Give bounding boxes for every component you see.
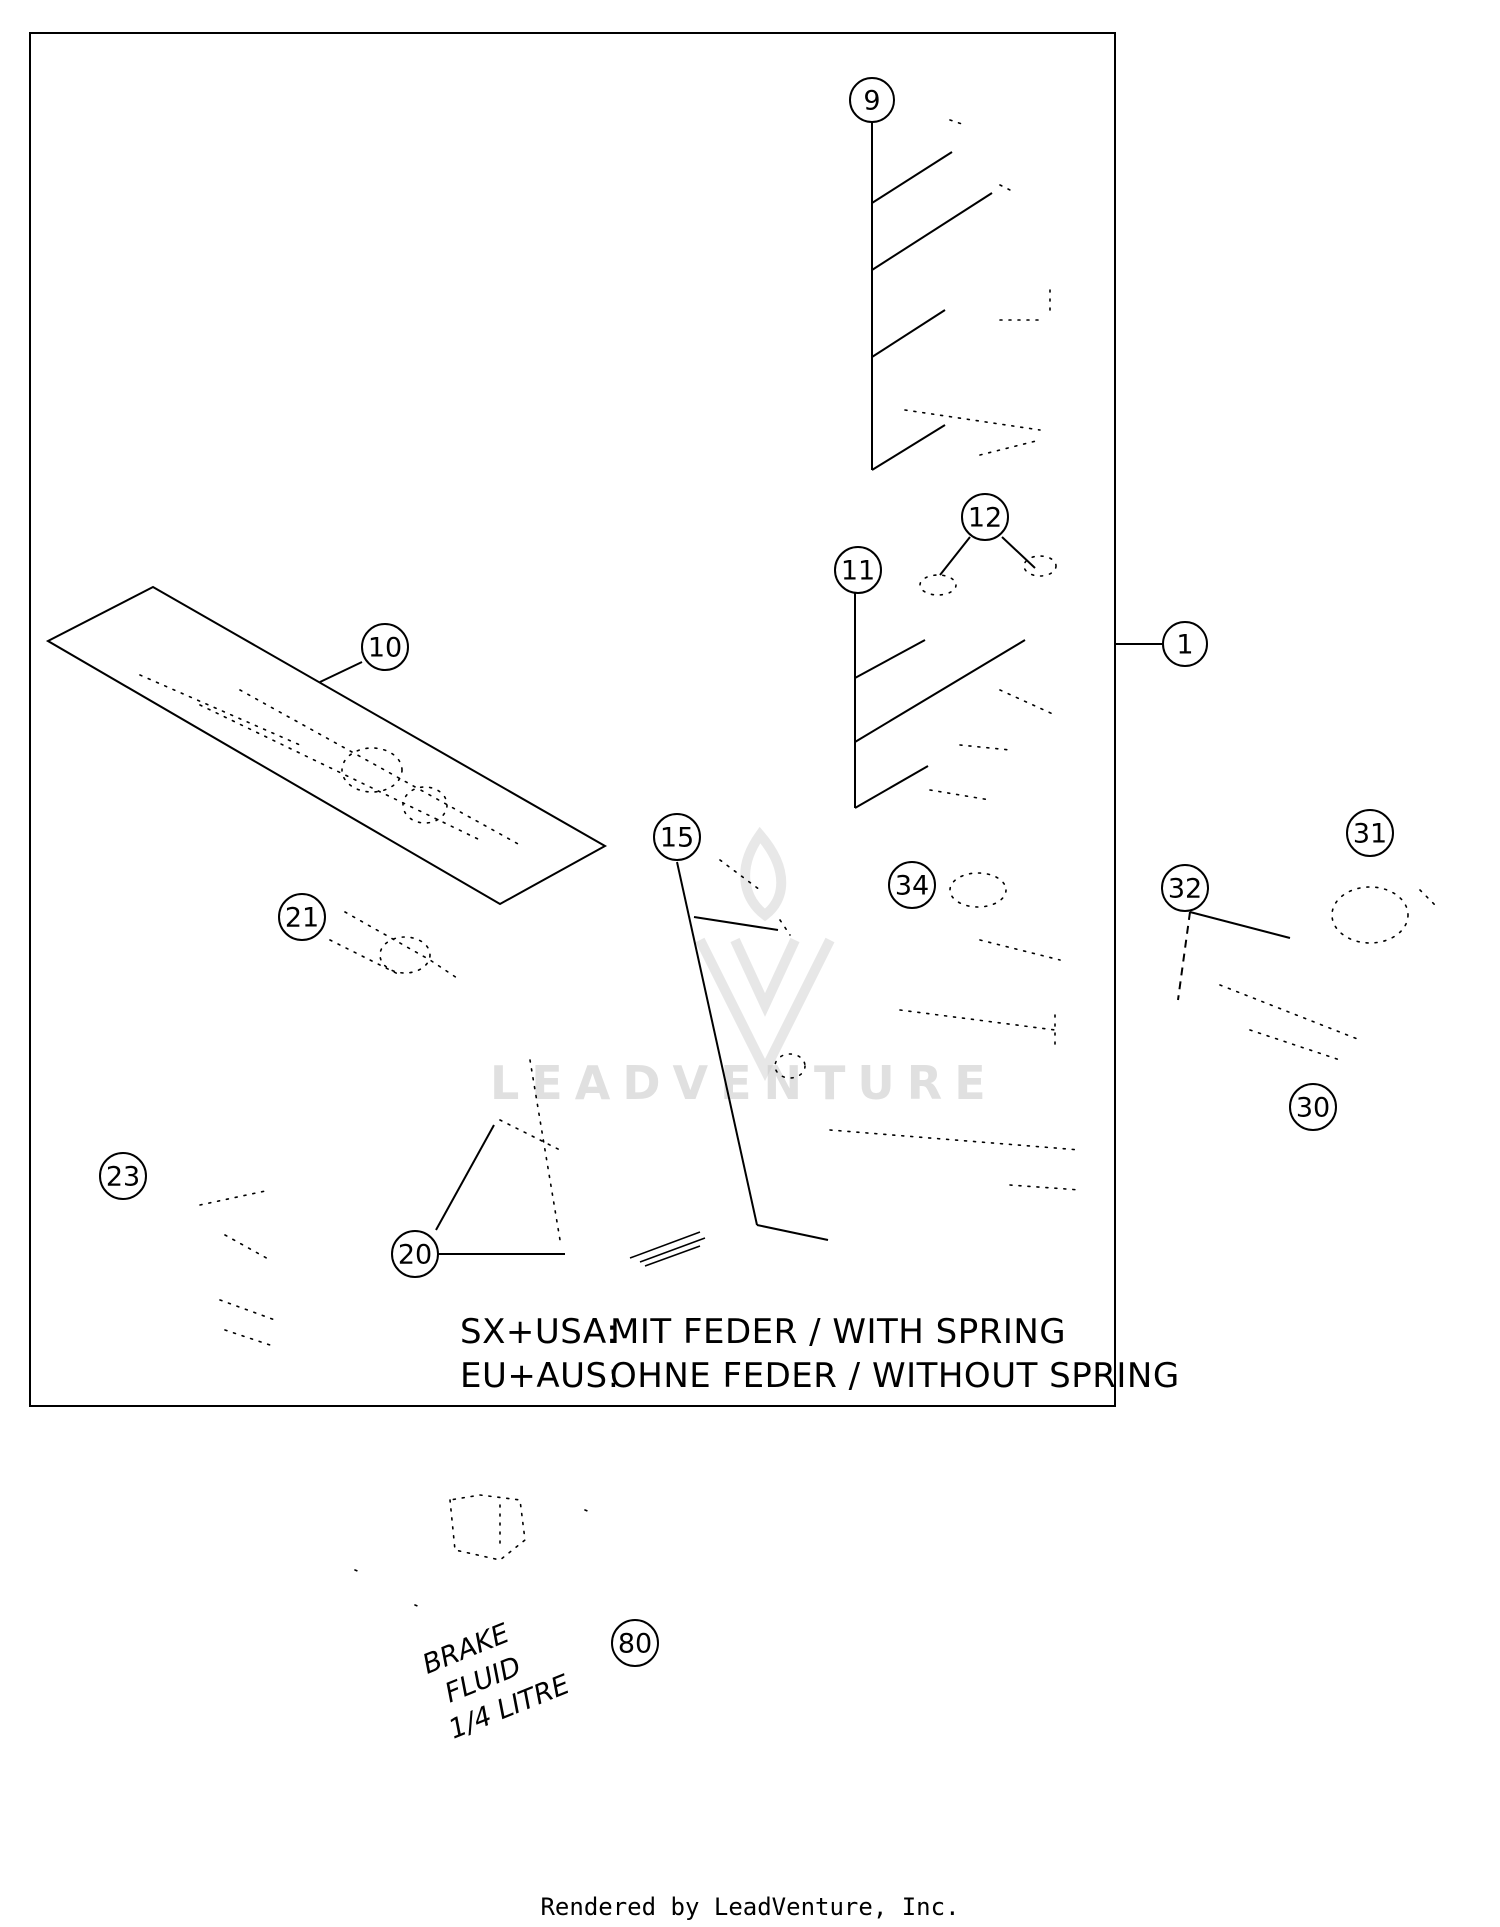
callout-31[interactable]: 31 (1346, 809, 1394, 857)
callout-10-label: 10 (368, 633, 402, 664)
part-34 (774, 872, 1081, 1191)
callout-9[interactable]: 9 (849, 77, 895, 123)
callout-21[interactable]: 21 (278, 893, 326, 941)
callout-1-label: 1 (1176, 630, 1193, 661)
part-15-leaders (676, 859, 829, 1241)
callout-80[interactable]: 80 (611, 1619, 659, 1667)
callout-23[interactable]: 23 (99, 1152, 147, 1200)
note-line1-text: MIT FEDER / WITH SPRING (610, 1312, 1066, 1352)
callout-11[interactable]: 11 (834, 546, 882, 594)
footer-credit: Rendered by LeadVenture, Inc. (540, 1893, 959, 1921)
callout-34[interactable]: 34 (888, 861, 936, 909)
callout-11-label: 11 (841, 556, 875, 587)
part-11-leaders (854, 593, 1056, 809)
part-80-bottle: BRAKE FLUID 1/4 LITRE (354, 1494, 591, 1746)
part-23 (199, 1189, 276, 1346)
callout-31-label: 31 (1353, 819, 1387, 850)
callout-32[interactable]: 32 (1161, 864, 1209, 912)
kit-frame (29, 32, 1116, 1407)
callout-15[interactable]: 15 (653, 813, 701, 861)
part-9-leaders (871, 119, 1051, 471)
callout-9-label: 9 (863, 86, 880, 117)
note-line2-region: EU+AUS: (460, 1356, 620, 1396)
part-21 (329, 911, 461, 981)
callout-32-label: 32 (1168, 874, 1202, 905)
part-12-leaders (919, 536, 1057, 596)
callout-15-label: 15 (660, 823, 694, 854)
watermark: LEADVENTURE (490, 826, 998, 1110)
callout-12-label: 12 (968, 503, 1002, 534)
part-30-32-group (1177, 886, 1436, 1061)
callout-20-label: 20 (398, 1240, 432, 1271)
callout-12[interactable]: 12 (961, 493, 1009, 541)
watermark-text: LEADVENTURE (490, 1056, 998, 1110)
spring-note: SX+USA: MIT FEDER / WITH SPRING EU+AUS: … (460, 1312, 1180, 1396)
callout-1[interactable]: 1 (1162, 621, 1208, 667)
watermark-logo-icon (695, 826, 835, 1082)
callout-10[interactable]: 10 (361, 623, 409, 671)
note-line1-region: SX+USA: (460, 1312, 618, 1352)
part-20-leaders (435, 1059, 706, 1267)
callout-80-label: 80 (618, 1629, 652, 1660)
note-line2-text: OHNE FEDER / WITHOUT SPRING (610, 1356, 1180, 1396)
callout-21-label: 21 (285, 903, 319, 934)
callout-23-label: 23 (106, 1162, 140, 1193)
part-10-sheet (45, 585, 608, 906)
callout-30[interactable]: 30 (1289, 1083, 1337, 1131)
callout-30-label: 30 (1296, 1093, 1330, 1124)
callout-34-label: 34 (895, 871, 929, 902)
callout-20[interactable]: 20 (391, 1230, 439, 1278)
